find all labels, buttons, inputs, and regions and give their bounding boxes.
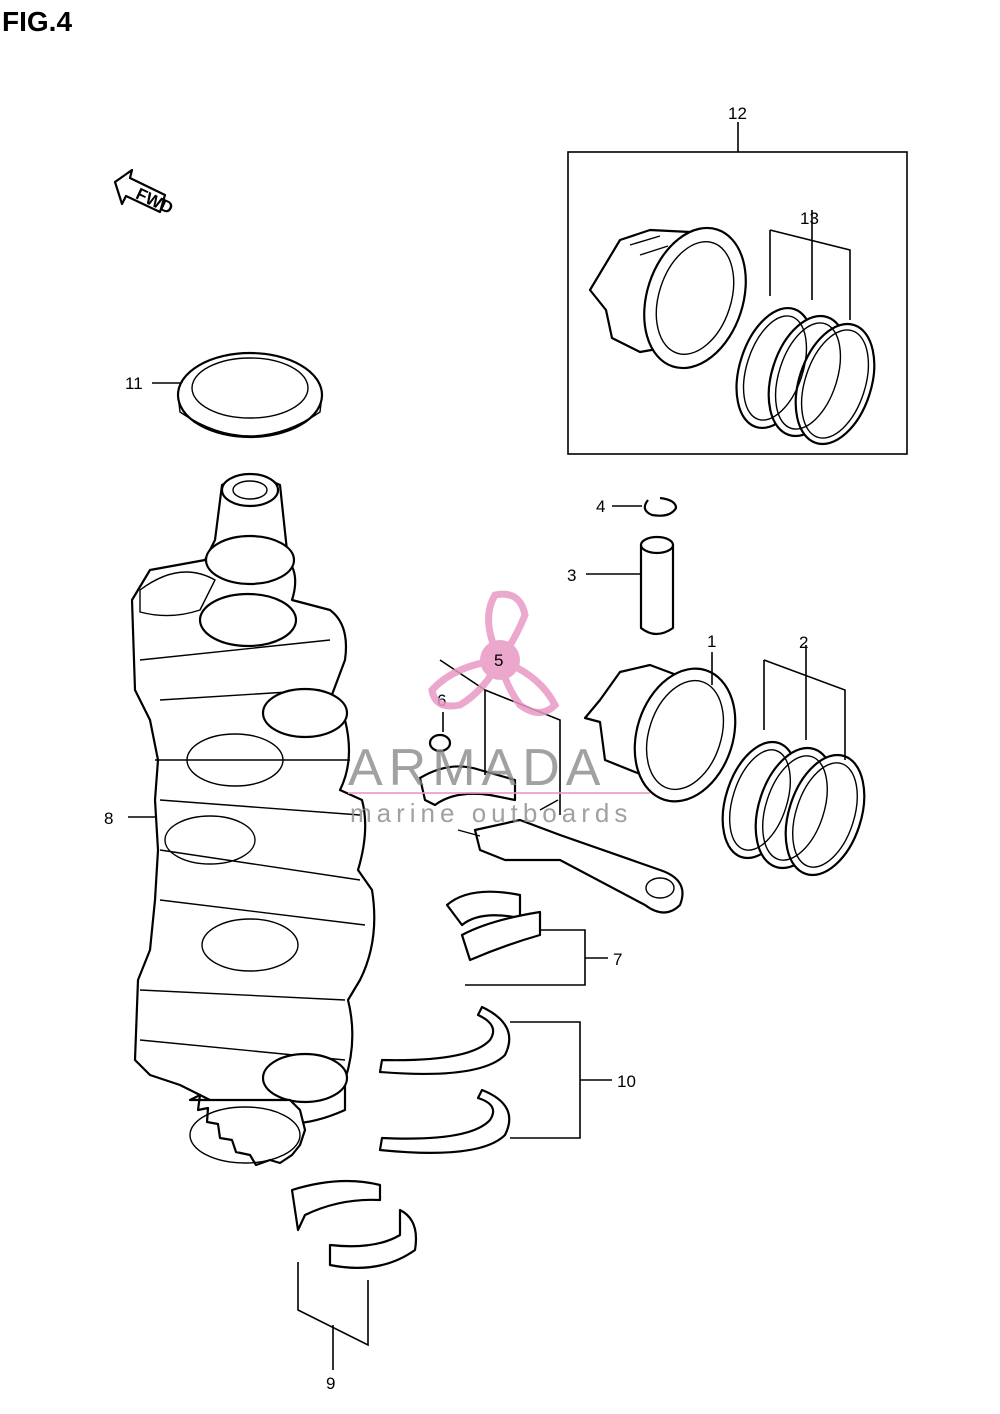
nut-6: [428, 733, 452, 753]
callout-11: 11: [125, 374, 143, 393]
watermark-brand: ARMADA: [348, 739, 606, 797]
fwd-arrow-icon: FWD: [113, 168, 176, 218]
conrod-bearing-7: [445, 890, 542, 962]
callout-1: 1: [707, 632, 716, 651]
thrust-washer-10: [378, 1005, 511, 1154]
oil-seal-11: [176, 351, 324, 439]
callout-8: 8: [104, 809, 113, 828]
piston-pin-3: [639, 535, 675, 636]
ring-set-13: [735, 306, 876, 446]
main-bearing-9: [290, 1179, 418, 1269]
callout-13: 13: [800, 209, 819, 228]
piston-pin-clip-4: [643, 496, 678, 517]
callout-2: 2: [799, 633, 808, 652]
callout-3: 3: [567, 566, 576, 585]
crank-gear: [188, 1093, 307, 1167]
piston-rings-2: [721, 740, 866, 877]
callout-12: 12: [728, 104, 747, 123]
connecting-rod-5: [418, 765, 684, 914]
callout-10: 10: [617, 1072, 636, 1091]
figure-title: FIG.4: [2, 6, 73, 37]
watermark-tagline: marine outboards: [350, 798, 632, 828]
armada-propeller-logo: [428, 590, 560, 716]
crankshaft-8: [130, 472, 376, 1125]
piston-in-set: [588, 226, 747, 370]
piston-set-box: [567, 122, 908, 455]
callout-9: 9: [326, 1374, 335, 1393]
callout-7: 7: [613, 950, 622, 969]
piston-1: [583, 663, 737, 803]
callout-4: 4: [596, 497, 605, 516]
callout-5: 5: [494, 651, 503, 670]
